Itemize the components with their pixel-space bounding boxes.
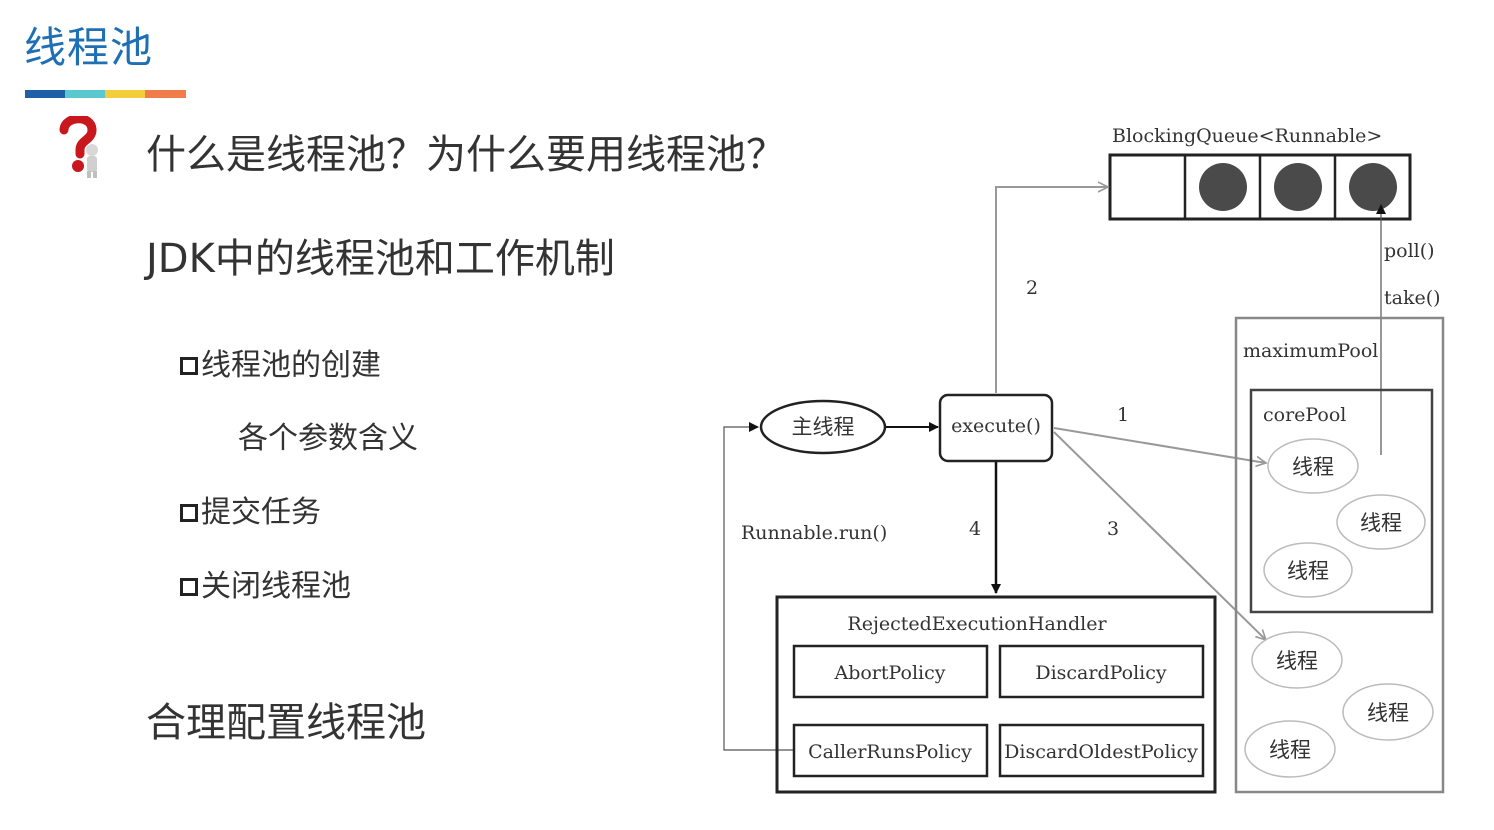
thread-label: 线程 [1367, 701, 1409, 725]
accent-bar-orange [145, 90, 186, 98]
main-thread-node [759, 399, 887, 455]
core-thread-node [1336, 494, 1426, 550]
list-item: 线程池的创建 [180, 340, 381, 384]
take-label: take() [1384, 287, 1441, 309]
step2-arrow [995, 187, 1108, 393]
main-thread-label: 主线程 [792, 415, 855, 439]
thread-label: 线程 [1360, 511, 1402, 535]
thread-label: 线程 [1292, 455, 1334, 479]
question-what-is-threadpool: 什么是线程池？为什么要用线程池？ [146, 132, 786, 178]
core-thread-node [1267, 438, 1359, 494]
discard-oldest-policy-label: DiscardOldestPolicy [1004, 741, 1198, 763]
core-pool-label: corePool [1263, 404, 1346, 426]
extra-thread-node [1244, 720, 1336, 778]
step4-label: 4 [969, 518, 981, 540]
heading-jdk-threadpool: JDK中的线程池和工作机制 [146, 236, 615, 282]
queued-task [1274, 163, 1322, 211]
thread-label: 线程 [1269, 738, 1311, 762]
poll-label: poll() [1384, 240, 1435, 262]
queued-task [1349, 163, 1397, 211]
heading-configure-threadpool: 合理配置线程池 [146, 700, 426, 746]
abort-policy-label: AbortPolicy [833, 662, 945, 684]
page-title: 线程池 [24, 23, 154, 72]
step3-arrow [1053, 431, 1266, 640]
step2-label: 2 [1026, 277, 1038, 299]
checkbox-bullet-icon [180, 504, 198, 522]
caller-runs-policy-label: CallerRunsPolicy [808, 741, 972, 763]
step1-arrow [1053, 427, 1266, 463]
sub-list-item: 各个参数含义 [238, 421, 418, 456]
accent-bar-blue [25, 90, 65, 98]
thread-label: 线程 [1276, 649, 1318, 673]
step3-label: 3 [1107, 518, 1119, 540]
accent-bar-teal [65, 90, 105, 98]
rejected-handler-box [775, 595, 1217, 794]
core-thread-node [1263, 542, 1353, 598]
execute-node [938, 393, 1054, 463]
rejected-handler-label: RejectedExecutionHandler [847, 613, 1107, 635]
list-item: 关闭线程池 [180, 561, 351, 605]
thread-label: 线程 [1287, 559, 1329, 583]
list-item: 提交任务 [180, 487, 321, 531]
caller-runs-policy-box [792, 723, 989, 778]
runnable-run-arrow [723, 422, 793, 751]
maximum-pool-label: maximumPool [1243, 340, 1378, 362]
discard-oldest-policy-box [998, 723, 1205, 778]
execute-label: execute() [951, 415, 1041, 437]
extra-thread-node [1251, 631, 1343, 689]
queue-label: BlockingQueue<Runnable> [1112, 125, 1382, 147]
checkbox-bullet-icon [180, 578, 198, 596]
checkbox-bullet-icon [180, 357, 198, 375]
queued-task [1199, 163, 1247, 211]
maximum-pool [1234, 316, 1445, 794]
extra-thread-node [1342, 683, 1434, 741]
question-figure-icon [58, 114, 106, 178]
core-pool [1249, 388, 1434, 614]
runnable-run-label: Runnable.run() [741, 522, 887, 544]
discard-policy-box [998, 644, 1205, 699]
accent-bar-yellow [105, 90, 145, 98]
step1-label: 1 [1117, 404, 1129, 426]
discard-policy-label: DiscardPolicy [1035, 662, 1167, 684]
abort-policy-box [792, 644, 989, 699]
